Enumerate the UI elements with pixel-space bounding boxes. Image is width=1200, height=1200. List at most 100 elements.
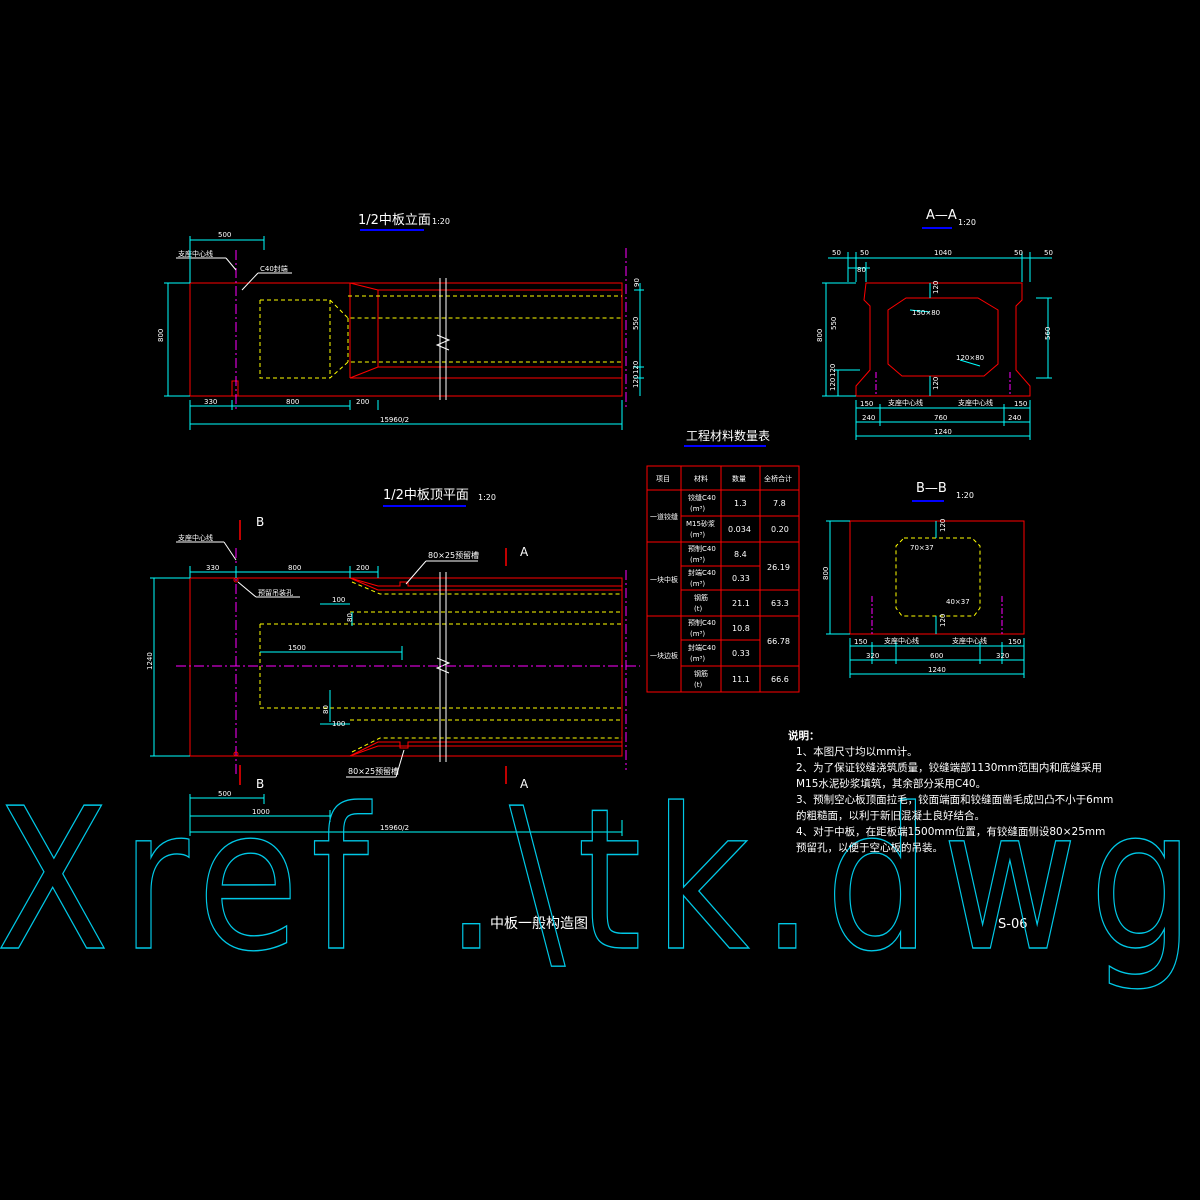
elevation-label-center: 支座中心线 [178,249,213,258]
plan-label-center: 支座中心线 [178,533,213,542]
secA-dim-560: 560 [1044,327,1052,340]
section-a-view: A—A 1:20 [816,208,1053,440]
secA-dim-80: 80 [857,266,866,274]
secA-dim-50d: 50 [1044,249,1053,257]
table-g1-r1-qty: 1.3 [734,499,747,508]
material-table: 工程材料数量表 项目 材料 数量 全桥合计 一道铰缝 铰缝C40 (m³) 1.… [646,428,800,693]
elev-dim-330: 330 [204,398,217,406]
plan-dim-800: 800 [288,564,301,572]
elevation-scale: 1:20 [432,217,450,226]
table-g3-r1-material: 预制C40 [688,618,716,627]
plan-dim-500: 500 [218,790,231,798]
table-g1-r1-material: 铰缝C40 [688,493,716,502]
elev-dim-90: 90 [633,278,641,287]
secB-dim-320a: 320 [866,652,879,660]
table-g2-r1-material: 预制C40 [688,544,716,553]
drawing-number: S-06 [998,917,1028,932]
secA-dim-50a: 50 [832,249,841,257]
elevation-hollow-dashed [259,299,622,379]
secB-chamfer-bottom: 40×37 [946,598,970,606]
plan-dim-100a: 100 [332,596,345,604]
notes-heading: 说明： [788,730,820,742]
table-g2-r2-material: 封端C40 [688,568,716,577]
secB-chamfer-top: 70×37 [910,544,934,552]
secA-dim-50c: 50 [1014,249,1023,257]
elev-dim-total: 15960/2 [380,416,409,424]
table-g1-r2-total: 0.20 [771,525,789,534]
note-line-1: 1、本图尺寸均以mm计。 [796,746,918,758]
sectionB-scale: 1:20 [956,491,974,500]
secB-dim-120b: 120 [939,614,947,627]
plan-view: 1/2中板顶平面 1:20 [146,488,640,836]
table-g1-r2-unit: (m³) [690,531,705,539]
table-header-qty: 数量 [732,474,746,483]
table-g2-r3-qty: 21.1 [732,599,750,608]
plan-scale: 1:20 [478,493,496,502]
secB-dim-150a: 150 [854,638,867,646]
notes-block: 说明： 1、本图尺寸均以mm计。 2、为了保证铰缝浇筑质量，铰缝端部1130mm… [788,728,1113,856]
table-g2-r1-unit: (m³) [690,556,705,564]
plan-outline [189,577,623,757]
plan-dim-80b: 80 [322,705,330,714]
table-g1-r2-material: M15砂浆 [686,519,715,528]
table-g3-r3-material: 钢筋 [694,669,708,678]
table-group-3: 一块边板 [650,651,678,660]
secB-dim-150b: 150 [1008,638,1021,646]
table-g3-r1-unit: (m³) [690,630,705,638]
table-g3-r3-total: 66.6 [771,675,789,684]
plan-sec-a-bottom: A [520,777,529,791]
secA-dim-1240: 1240 [934,428,952,436]
plan-dim-1500: 1500 [288,644,306,652]
table-g3-r1-qty: 10.8 [732,624,750,633]
table-g2-r2-qty: 0.33 [732,574,750,583]
secB-label-center-l: 支座中心线 [884,636,919,645]
table-header-item: 项目 [656,475,670,483]
secA-dim-120l2: 120 [829,378,837,391]
note-line-5: 的粗糙面，以利于新旧混凝土良好结合。 [796,810,985,822]
elev-dim-800: 800 [157,329,165,342]
note-line-2: 2、为了保证铰缝浇筑质量，铰缝端部1130mm范围内和底缝采用 [796,762,1102,774]
table-g2-r3-unit: (t) [694,605,702,613]
table-g2-r2-unit: (m³) [690,580,705,588]
sectionB-outline [849,520,1025,635]
table-g3-r2-material: 封端C40 [688,643,716,652]
table-g3-r2-qty: 0.33 [732,649,750,658]
secA-dim-120a: 120 [932,281,940,294]
secA-label-center-l: 支座中心线 [888,398,923,407]
table-g2-r1-total: 26.19 [767,563,790,572]
secA-dim-1040: 1040 [934,249,952,257]
table-g3-r3-unit: (t) [694,681,702,689]
sectionA-title: A—A [926,208,957,223]
drawing-title: 中板一般构造图 [490,916,588,932]
sectionA-hollow [887,297,999,377]
secA-dim-120l1: 120 [829,364,837,377]
elev-dim-500: 500 [218,231,231,239]
plan-sec-a-top: A [520,545,529,559]
table-g3-r1-total: 66.78 [767,637,790,646]
plan-title: 1/2中板顶平面 [383,488,469,503]
table-group-2: 一块中板 [650,575,678,584]
table-g2-r3-material: 钢筋 [694,593,708,602]
plan-dim-330: 330 [206,564,219,572]
secA-dim-120b: 120 [932,377,940,390]
plan-dim-100b: 100 [332,720,345,728]
table-g1-r2-qty: 0.034 [728,525,751,534]
table-g1-r1-unit: (m³) [690,505,705,513]
sectionA-scale: 1:20 [958,218,976,227]
secA-dim-800: 800 [816,329,824,342]
elevation-view: 1/2中板立面 1:20 支座中心线 C40封端 [157,213,644,430]
table-title: 工程材料数量表 [686,428,770,443]
elev-dim-800b: 800 [286,398,299,406]
plan-label-groove-bottom: 80×25预留槽 [348,766,399,776]
note-line-3: M15水泥砂浆填筑，其余部分采用C40。 [796,778,987,790]
table-header-material: 材料 [694,474,708,483]
table-g2-r3-total: 63.3 [771,599,789,608]
plan-label-hole: 预留吊装孔 [258,588,293,597]
secA-chamfer-bottom: 120×80 [956,354,984,362]
plan-dim-80a: 80 [346,613,354,622]
elevation-label-c40: C40封端 [260,264,288,273]
secA-dim-550: 550 [830,317,838,330]
table-group-1: 一道铰缝 [650,512,678,521]
plan-dim-200: 200 [356,564,369,572]
